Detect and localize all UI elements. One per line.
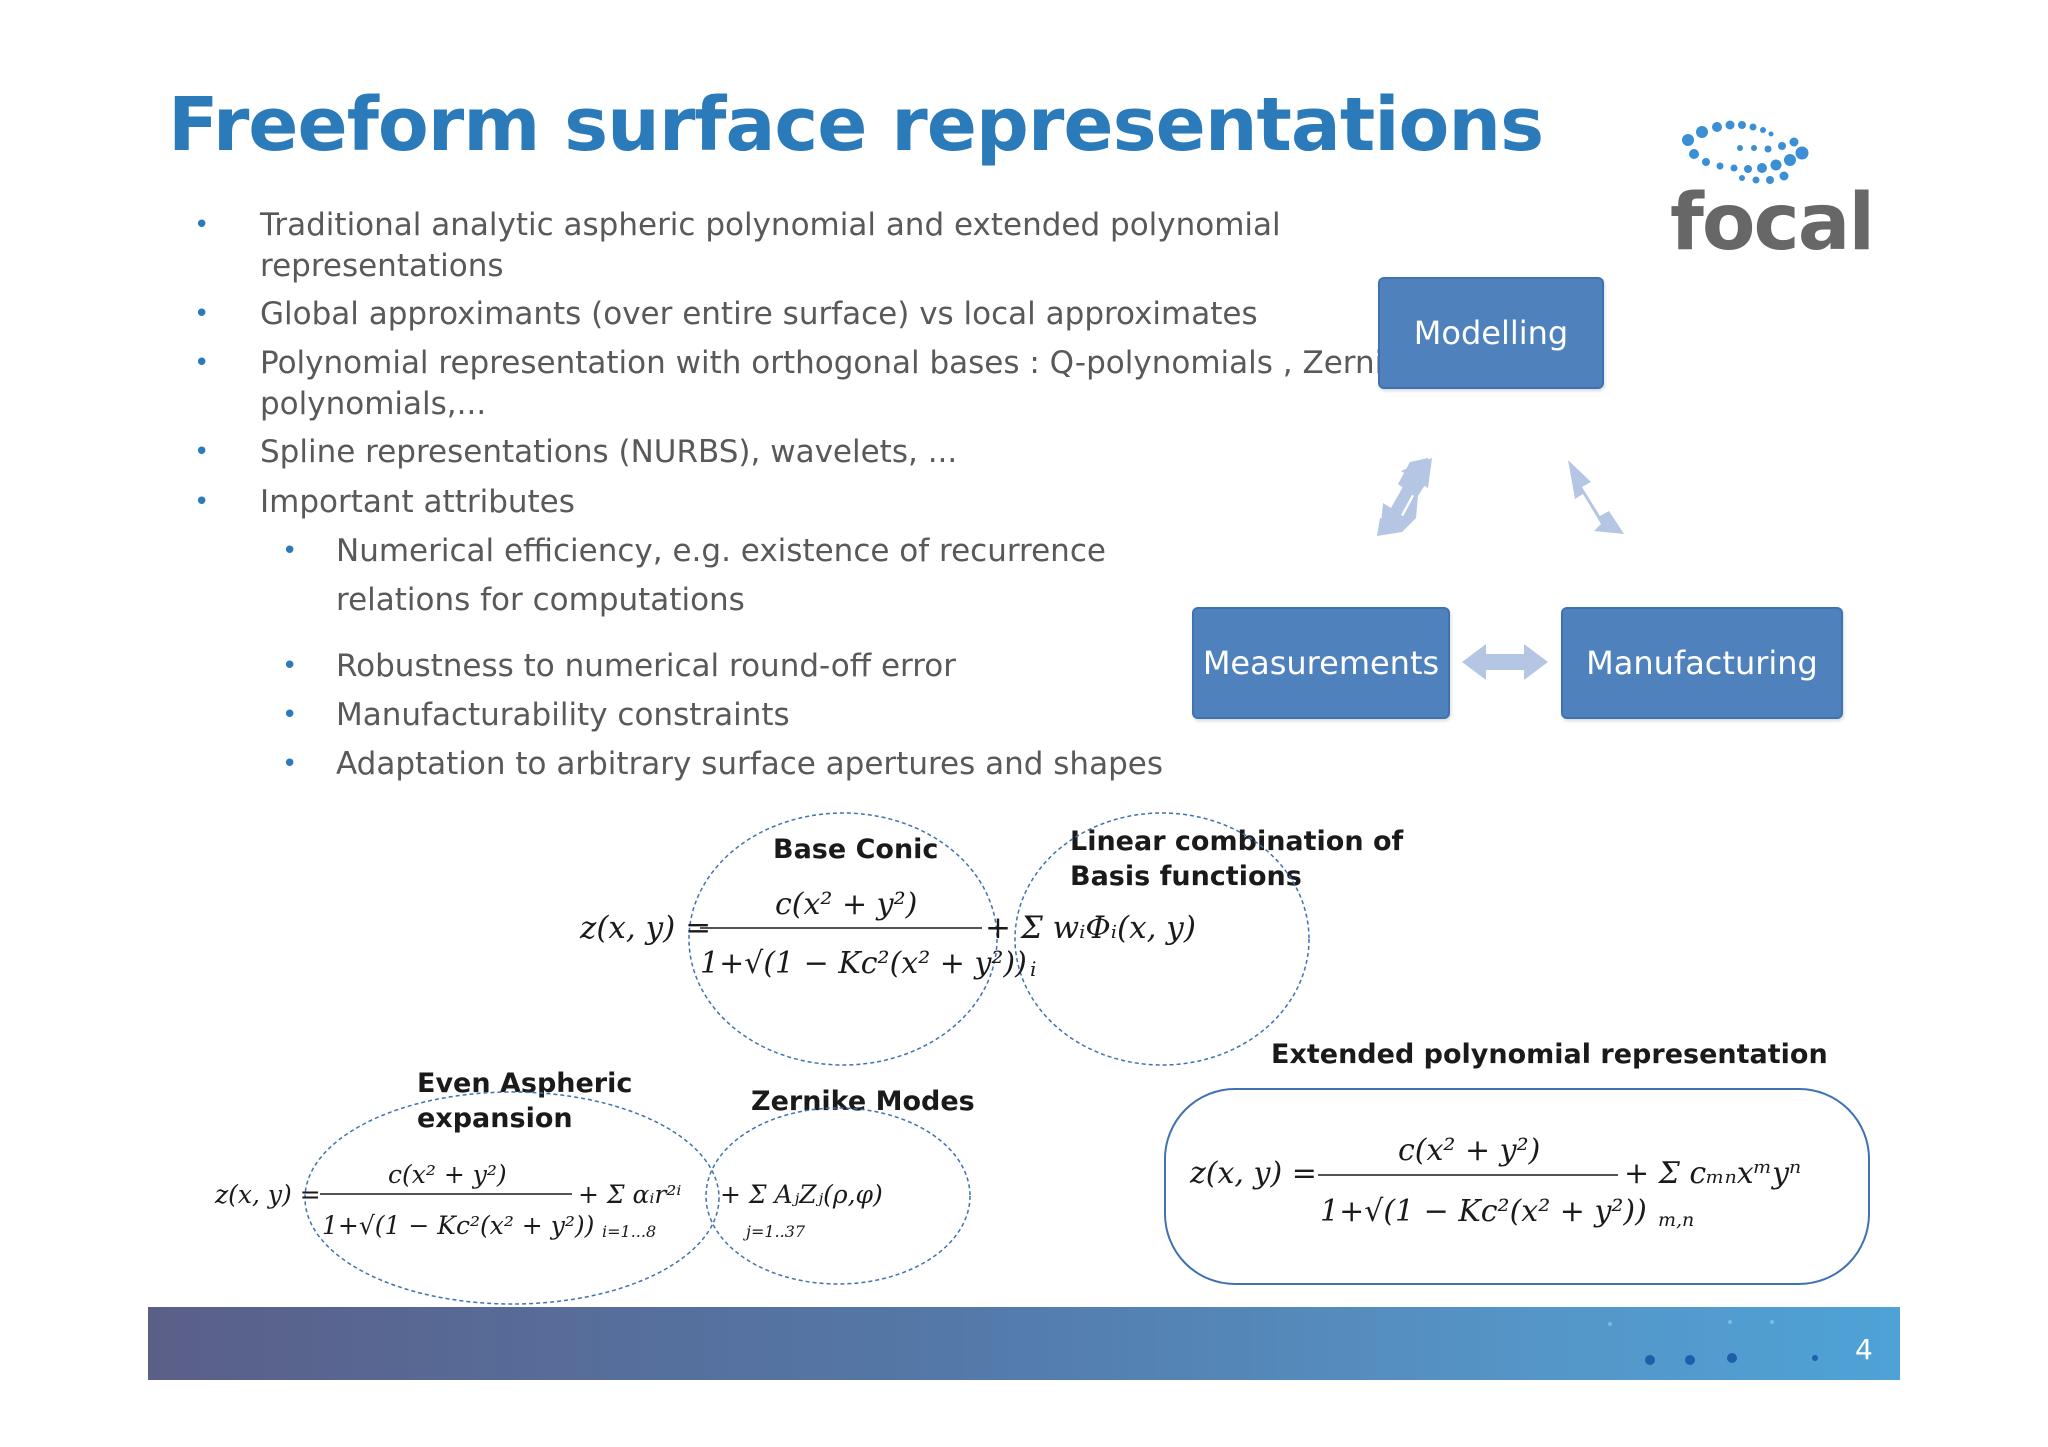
focal-logo-text: focal — [1670, 178, 1875, 268]
zernike-ellipse — [705, 1107, 971, 1285]
eq3-sum-index: m,n — [1658, 1209, 1694, 1231]
arrow-right-diagonal — [1568, 460, 1624, 534]
bullet-text: Spline representations (NURBS), wavelets… — [260, 434, 958, 470]
manufacturing-box: Manufacturing — [1561, 607, 1843, 719]
bullet-symbol: • — [194, 299, 210, 329]
sub-bullet-text: Robustness to numerical round-off error — [336, 648, 957, 684]
extended-representation-label: Extended polynomial representation — [1271, 1039, 1828, 1070]
eq2-aspheric-index: i=1...8 — [602, 1222, 656, 1241]
bullet-text: Global approximants (over entire surface… — [260, 296, 1258, 332]
even-aspheric-label-2: expansion — [417, 1103, 573, 1134]
extended-representation-box — [1164, 1088, 1870, 1285]
eq1-numerator: c(x² + y²) — [775, 887, 917, 922]
sub-bullet-symbol: • — [282, 536, 298, 566]
measurements-box: Measurements — [1192, 607, 1450, 719]
eq1-basis-index: i — [1030, 957, 1036, 981]
basis-functions-ellipse — [1014, 812, 1310, 1066]
eq3-lhs: z(x, y) = — [1189, 1156, 1317, 1191]
footer-bar — [148, 1307, 1900, 1380]
sub-bullet-text: Numerical efficiency, e.g. existence of … — [336, 533, 1106, 569]
even-aspheric-label-1: Even Aspheric — [417, 1068, 633, 1099]
eq1-lhs: z(x, y) = — [579, 910, 711, 946]
bullet-text: Polynomial representation with orthogona… — [260, 345, 1420, 381]
bullet-text: Important attributes — [260, 484, 575, 520]
eq3-sum: + Σ cₘₙxᵐyⁿ — [1624, 1156, 1801, 1191]
footer-dots — [1608, 1320, 1818, 1365]
modelling-box: Modelling — [1378, 277, 1604, 389]
sub-bullet-symbol: • — [282, 651, 298, 681]
bullet-text: polynomials,... — [260, 386, 487, 422]
eq2-denominator: 1+√(1 − Kc²(x² + y²)) — [322, 1211, 594, 1240]
eq1-denominator: 1+√(1 − Kc²(x² + y²)) — [700, 946, 1027, 981]
eq2-numerator: c(x² + y²) — [388, 1160, 507, 1189]
eq2-aspheric-sum: + Σ αᵢr²ⁱ — [578, 1180, 681, 1209]
base-conic-ellipse — [688, 812, 998, 1066]
zernike-modes-label: Zernike Modes — [751, 1086, 975, 1117]
eq2-lhs: z(x, y) = — [214, 1180, 321, 1209]
bullet-symbol: • — [194, 210, 210, 240]
even-aspheric-ellipse — [304, 1091, 720, 1305]
eq2-zernike-index: j=1..37 — [743, 1222, 806, 1241]
bullet-symbol: • — [194, 487, 210, 517]
arrow-horizontal — [1462, 644, 1548, 680]
bullet-text: representations — [260, 248, 504, 284]
eq3-denominator: 1+√(1 − Kc²(x² + y²)) — [1320, 1194, 1647, 1229]
eq2-zernike-sum: + Σ AⱼZⱼ(ρ,φ) — [720, 1180, 883, 1209]
focal-logo-dots — [1682, 120, 1809, 184]
slide-title: Freeform surface representations — [168, 82, 1544, 168]
page-number: 4 — [1855, 1333, 1873, 1366]
eq3-numerator: c(x² + y²) — [1398, 1133, 1540, 1168]
linear-combination-label-2: Basis functions — [1070, 861, 1302, 892]
bullet-symbol: • — [194, 437, 210, 467]
sub-bullet-text: relations for computations — [336, 582, 745, 618]
base-conic-label: Base Conic — [773, 834, 939, 865]
sub-bullet-symbol: • — [282, 749, 298, 779]
sub-bullet-symbol: • — [282, 700, 298, 730]
sub-bullet-text: Manufacturability constraints — [336, 697, 790, 733]
bullet-symbol: • — [194, 348, 210, 378]
eq1-basis-sum: + Σ wᵢΦᵢ(x, y) — [985, 910, 1196, 946]
arrow-left-diagonal — [1380, 458, 1432, 534]
bullet-text: Traditional analytic aspheric polynomial… — [260, 207, 1281, 243]
sub-bullet-text: Adaptation to arbitrary surface aperture… — [336, 746, 1163, 782]
